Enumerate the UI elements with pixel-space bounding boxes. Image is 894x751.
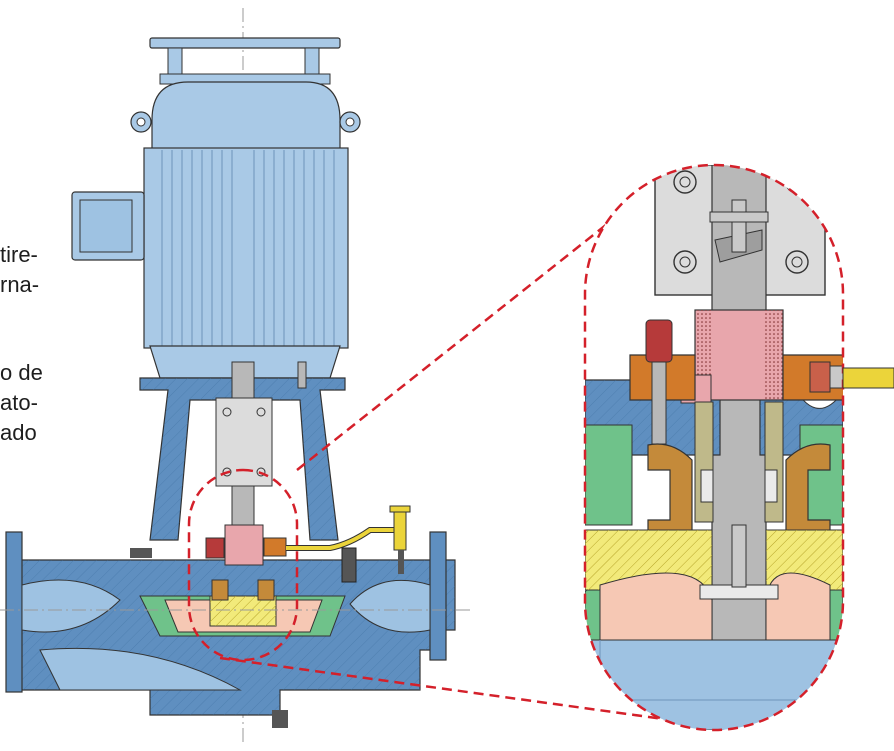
detail-view — [585, 165, 843, 730]
text-fragment-5: ado — [0, 420, 37, 445]
text-fragment-2: rna- — [0, 272, 40, 297]
text-fragment-3: o de — [0, 360, 43, 385]
detail-border — [583, 163, 845, 732]
text-fragment-4: ato- — [0, 390, 38, 415]
detail-marker — [187, 468, 299, 662]
main-pump-drawing — [0, 8, 470, 742]
text-fragment-1: tire- — [0, 242, 38, 267]
